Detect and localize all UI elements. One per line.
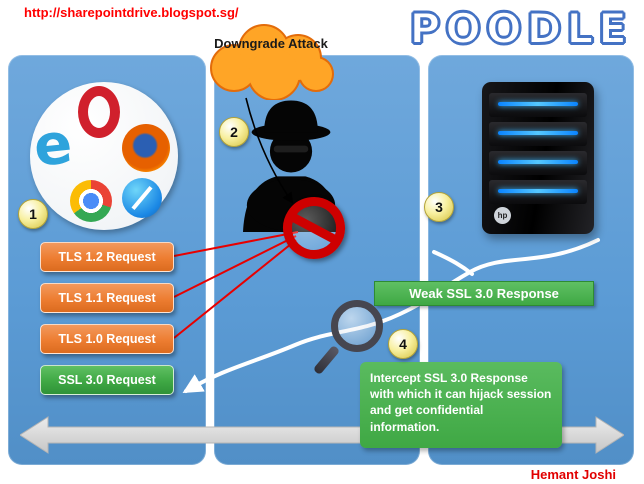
- downgrade-attack-label: Downgrade Attack: [214, 36, 328, 51]
- hp-logo: hp: [494, 207, 511, 224]
- downgrade-attack-cloud: [210, 24, 334, 100]
- tls-1-2-request: TLS 1.2 Request: [40, 242, 174, 272]
- magnifier-icon: [312, 300, 383, 380]
- intercept-note: Intercept SSL 3.0 Response with which it…: [360, 362, 562, 448]
- step-badge-4: 4: [388, 329, 418, 359]
- tls-1-0-request: TLS 1.0 Request: [40, 324, 174, 354]
- double-arrow-icon: [20, 416, 624, 454]
- server-icon: hp: [482, 82, 594, 234]
- step-badge-2: 2: [219, 117, 249, 147]
- server-bay: [489, 122, 587, 146]
- author-credit: Hemant Joshi: [530, 467, 616, 482]
- step-badge-3: 3: [424, 192, 454, 222]
- safari-icon: [122, 178, 162, 218]
- server-bay: [489, 151, 587, 175]
- page-title: POODLE: [408, 3, 632, 54]
- server-bay: [489, 180, 587, 204]
- chrome-icon: [70, 180, 112, 222]
- ssl-3-0-request: SSL 3.0 Request: [40, 365, 174, 395]
- server-bay: [489, 93, 587, 117]
- no-entry-slash: [289, 212, 339, 245]
- firefox-icon: [122, 124, 170, 172]
- magnifier-lens: [331, 300, 383, 352]
- tls-1-1-request: TLS 1.1 Request: [40, 283, 174, 313]
- source-url: http://sharepointdrive.blogspot.sg/: [24, 5, 239, 20]
- opera-icon: [78, 86, 120, 138]
- magnifier-handle: [312, 344, 341, 376]
- weak-ssl-response-bar: Weak SSL 3.0 Response: [374, 281, 594, 306]
- browser-cluster: e: [30, 82, 178, 230]
- step-badge-1: 1: [18, 199, 48, 229]
- internet-explorer-icon: e: [30, 111, 76, 180]
